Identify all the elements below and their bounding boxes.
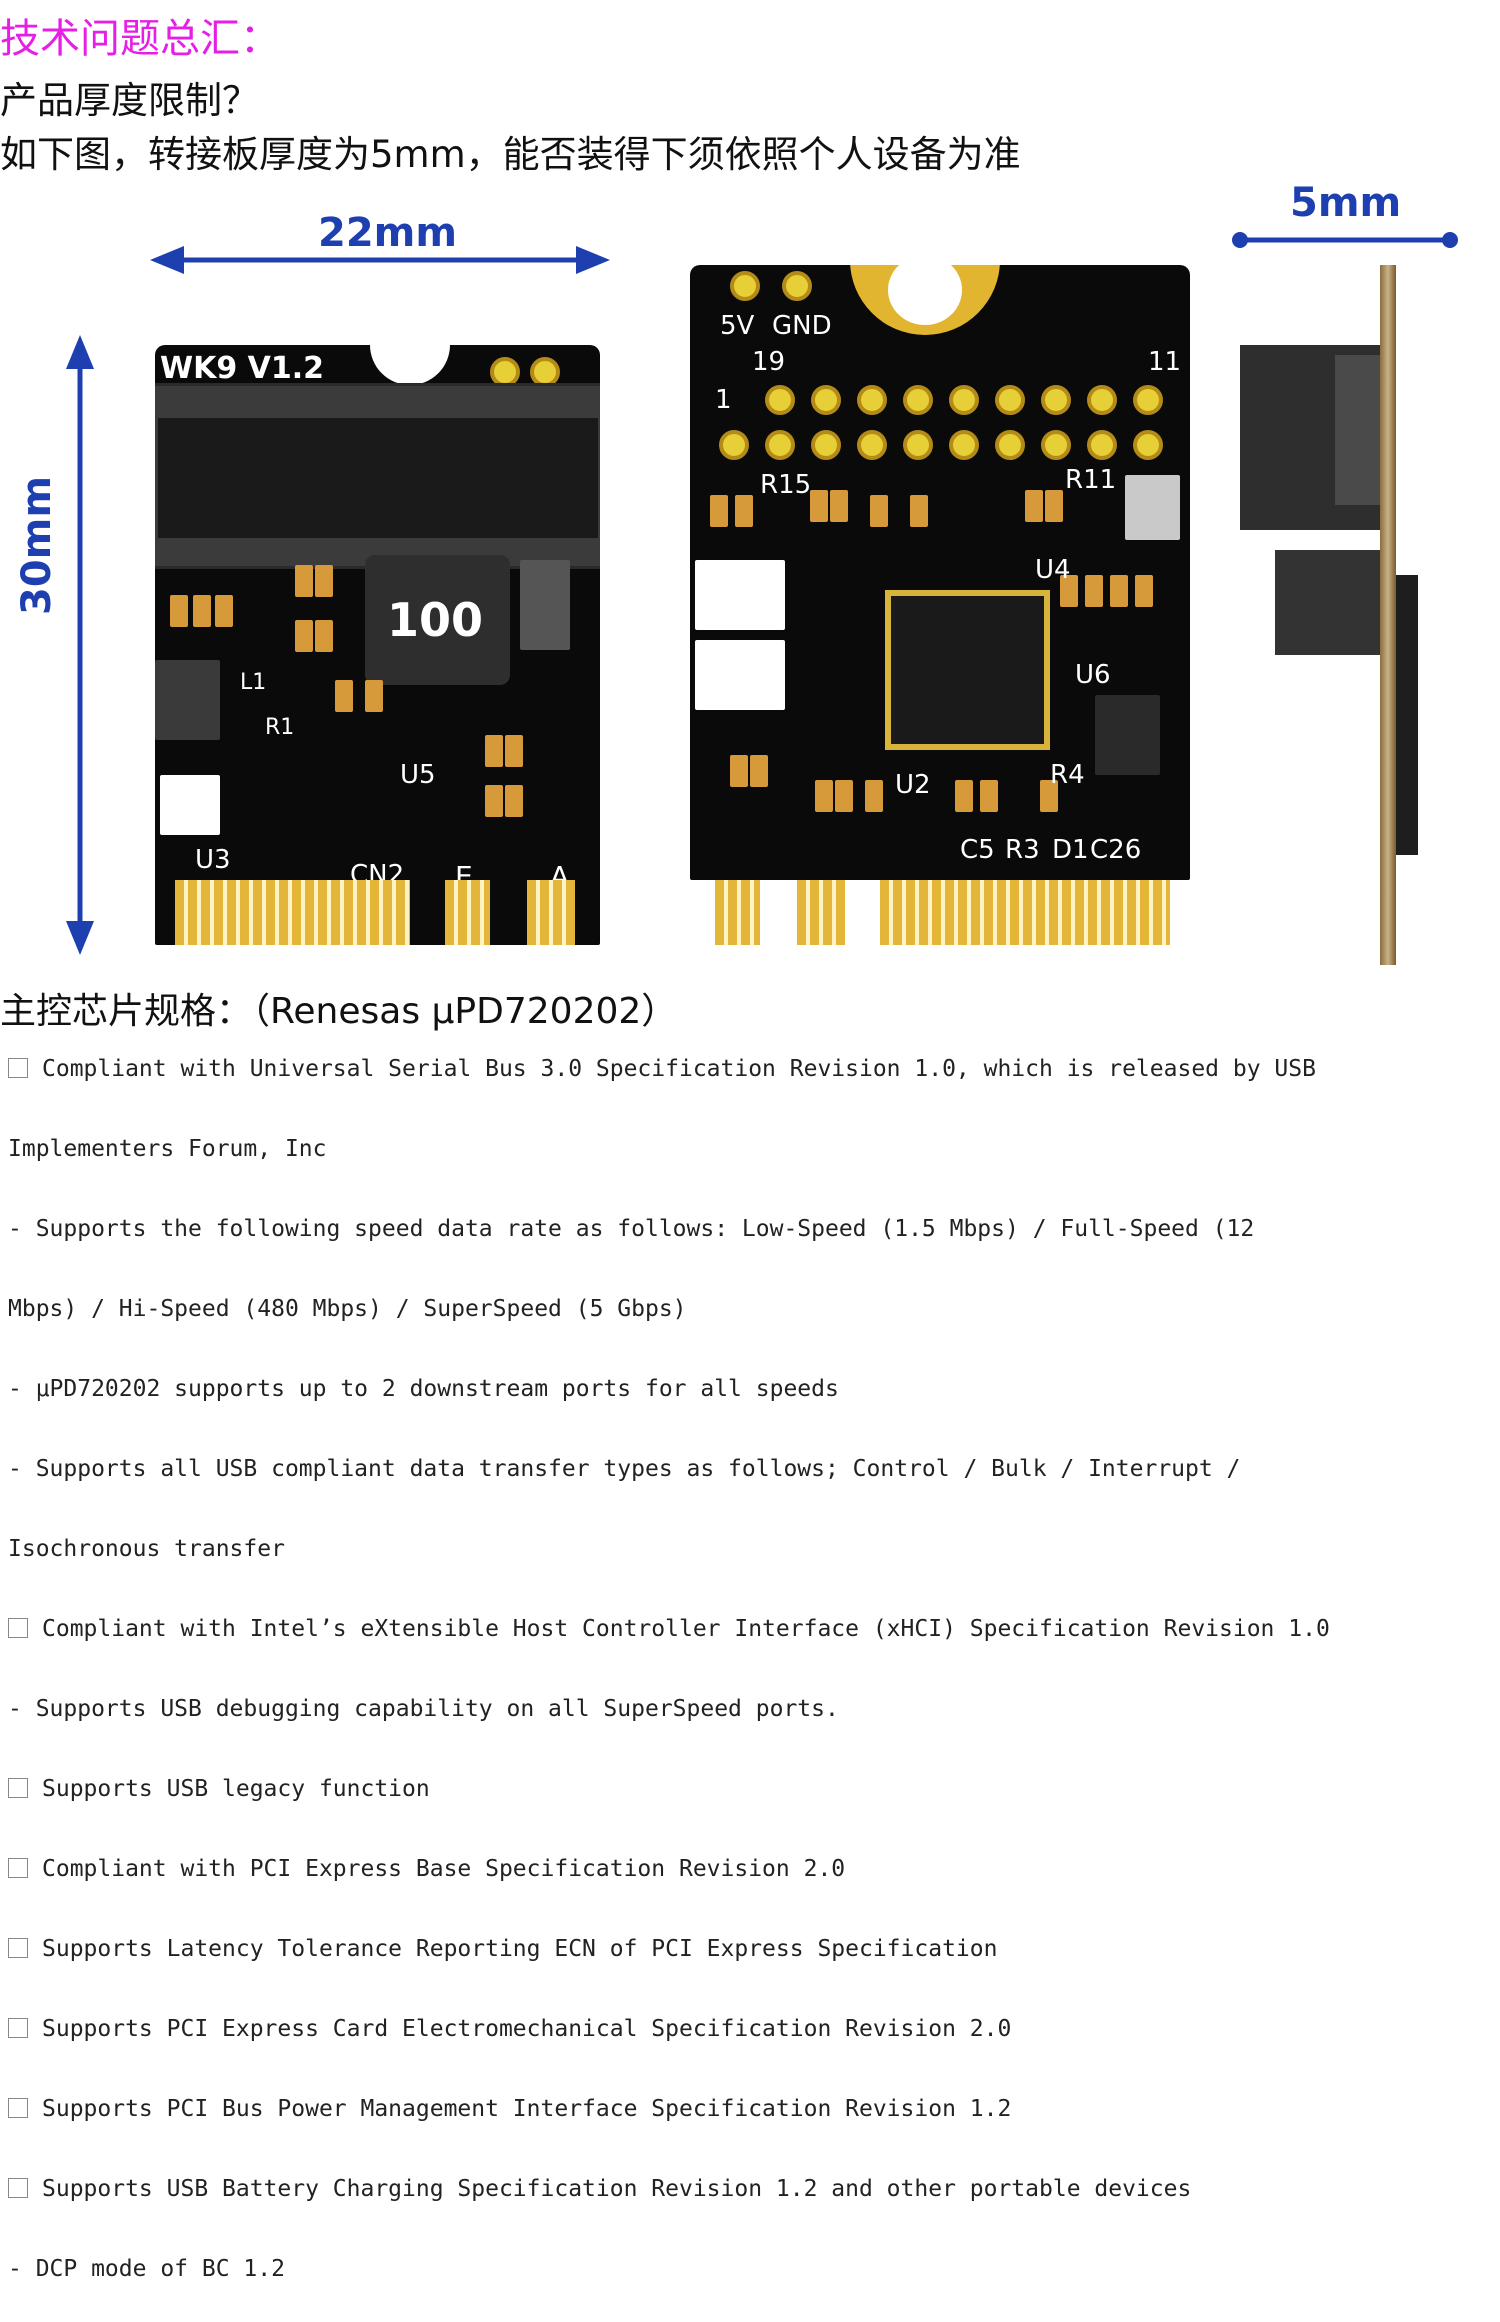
5v-label: 5V bbox=[720, 311, 755, 341]
pin19-label: 19 bbox=[752, 347, 786, 377]
gnd-label: GND bbox=[772, 311, 832, 341]
spec-line: Supports PCI Bus Power Management Interf… bbox=[8, 2096, 1011, 2122]
spec-line: Supports USB legacy function bbox=[8, 1776, 430, 1802]
u3-label: U3 bbox=[195, 845, 231, 875]
r3-label: R3 bbox=[1005, 835, 1040, 865]
thickness-answer: 如下图，转接板厚度为5mm，能否装得下须依照个人设备为准 bbox=[0, 133, 1021, 176]
checkbox-icon bbox=[8, 2178, 28, 2198]
checkbox-icon bbox=[8, 1938, 28, 1958]
side-view bbox=[1240, 265, 1470, 965]
checkbox-icon bbox=[8, 1858, 28, 1878]
c5-label: C5 bbox=[960, 835, 995, 865]
spec-line: Supports PCI Express Card Electromechani… bbox=[8, 2016, 1011, 2042]
spec-line: Compliant with Universal Serial Bus 3.0 … bbox=[8, 1056, 1316, 1082]
height-dimension-label: 30mm bbox=[14, 475, 60, 615]
spec-line: Mbps) / Hi-Speed (480 Mbps) / SuperSpeed… bbox=[8, 1296, 687, 1322]
pin11-label: 11 bbox=[1148, 347, 1182, 377]
checkbox-icon bbox=[8, 1058, 28, 1078]
front-board: WK9 V1.2 100 U3 CN2 U5 E A R1 L1 bbox=[155, 345, 600, 945]
checkbox-icon bbox=[8, 1778, 28, 1798]
controller-chip bbox=[885, 590, 1050, 750]
u5-label: U5 bbox=[400, 760, 436, 790]
thickness-dimension-label: 5mm bbox=[1290, 180, 1402, 226]
thickness-question: 产品厚度限制？ bbox=[0, 79, 259, 122]
c26-label: C26 bbox=[1090, 835, 1142, 865]
board-name-label: WK9 V1.2 bbox=[160, 351, 325, 386]
spec-line: - μPD720202 supports up to 2 downstream … bbox=[8, 1376, 839, 1402]
front-gold-fingers bbox=[175, 880, 575, 945]
thickness-dimension-arrow bbox=[1232, 232, 1458, 248]
r1-label: R1 bbox=[265, 715, 295, 740]
spec-line: - Supports all USB compliant data transf… bbox=[8, 1456, 1241, 1482]
u4-label: U4 bbox=[1035, 555, 1071, 585]
back-gold-fingers bbox=[715, 880, 1170, 945]
spec-line: Implementers Forum, Inc bbox=[8, 1136, 327, 1162]
r15-label: R15 bbox=[760, 470, 812, 500]
r9-label: R4 bbox=[1050, 760, 1085, 790]
width-dimension-arrow bbox=[150, 246, 610, 274]
page-title: 技术问题总汇： bbox=[0, 16, 280, 62]
spec-line: Supports USB Battery Charging Specificat… bbox=[8, 2176, 1191, 2202]
r11-label: R11 bbox=[1065, 465, 1117, 495]
spec-line: - Supports USB debugging capability on a… bbox=[8, 1696, 839, 1722]
u6-label: U6 bbox=[1075, 660, 1111, 690]
spec-line: Supports Latency Tolerance Reporting ECN… bbox=[8, 1936, 997, 1962]
board-figure: 22mm 30mm WK9 V1.2 100 bbox=[0, 180, 1500, 980]
spec-line: Compliant with PCI Express Base Specific… bbox=[8, 1856, 845, 1882]
checkbox-icon bbox=[8, 2018, 28, 2038]
spec-line: Compliant with Intel’s eXtensible Host C… bbox=[8, 1616, 1330, 1642]
usb-header-connector bbox=[155, 383, 600, 569]
spec-line: Isochronous transfer bbox=[8, 1536, 285, 1562]
back-board: 5V GND 19 11 1 R15 R11 bbox=[690, 265, 1190, 880]
checkbox-icon bbox=[8, 1618, 28, 1638]
c18-label: U2 bbox=[895, 770, 931, 800]
inductor: 100 bbox=[365, 555, 510, 685]
checkbox-icon bbox=[8, 2098, 28, 2118]
d1-label: D1 bbox=[1052, 835, 1089, 865]
height-dimension-arrow bbox=[66, 335, 94, 955]
pin1-label: 1 bbox=[715, 385, 732, 415]
spec-line: - DCP mode of BC 1.2 bbox=[8, 2256, 285, 2282]
width-dimension-label: 22mm bbox=[318, 210, 458, 256]
spec-title: 主控芯片规格：（Renesas μPD720202） bbox=[0, 991, 678, 1032]
l1-label: L1 bbox=[240, 670, 267, 695]
spec-line: - Supports the following speed data rate… bbox=[8, 1216, 1255, 1242]
